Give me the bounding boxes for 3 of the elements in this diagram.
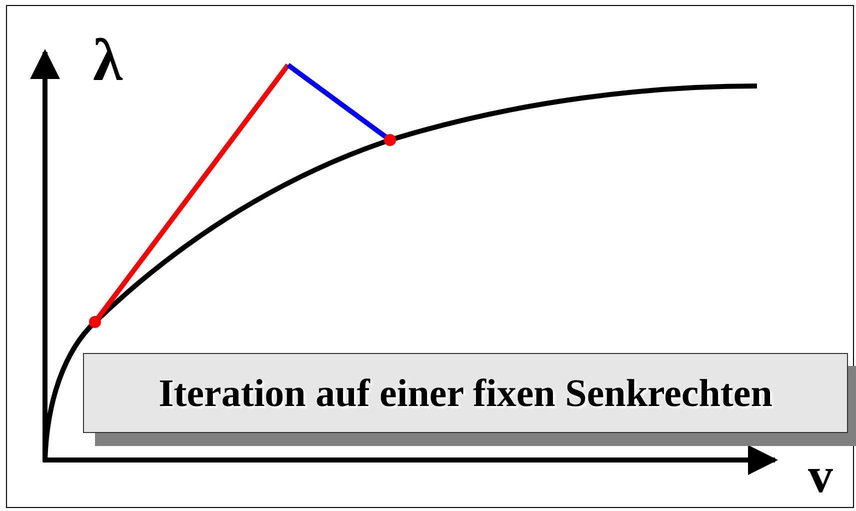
caption-banner: Iteration auf einer fixen Senkrechten [83, 353, 848, 433]
axis-label: λ [93, 30, 122, 90]
axis-label: v [808, 450, 833, 500]
